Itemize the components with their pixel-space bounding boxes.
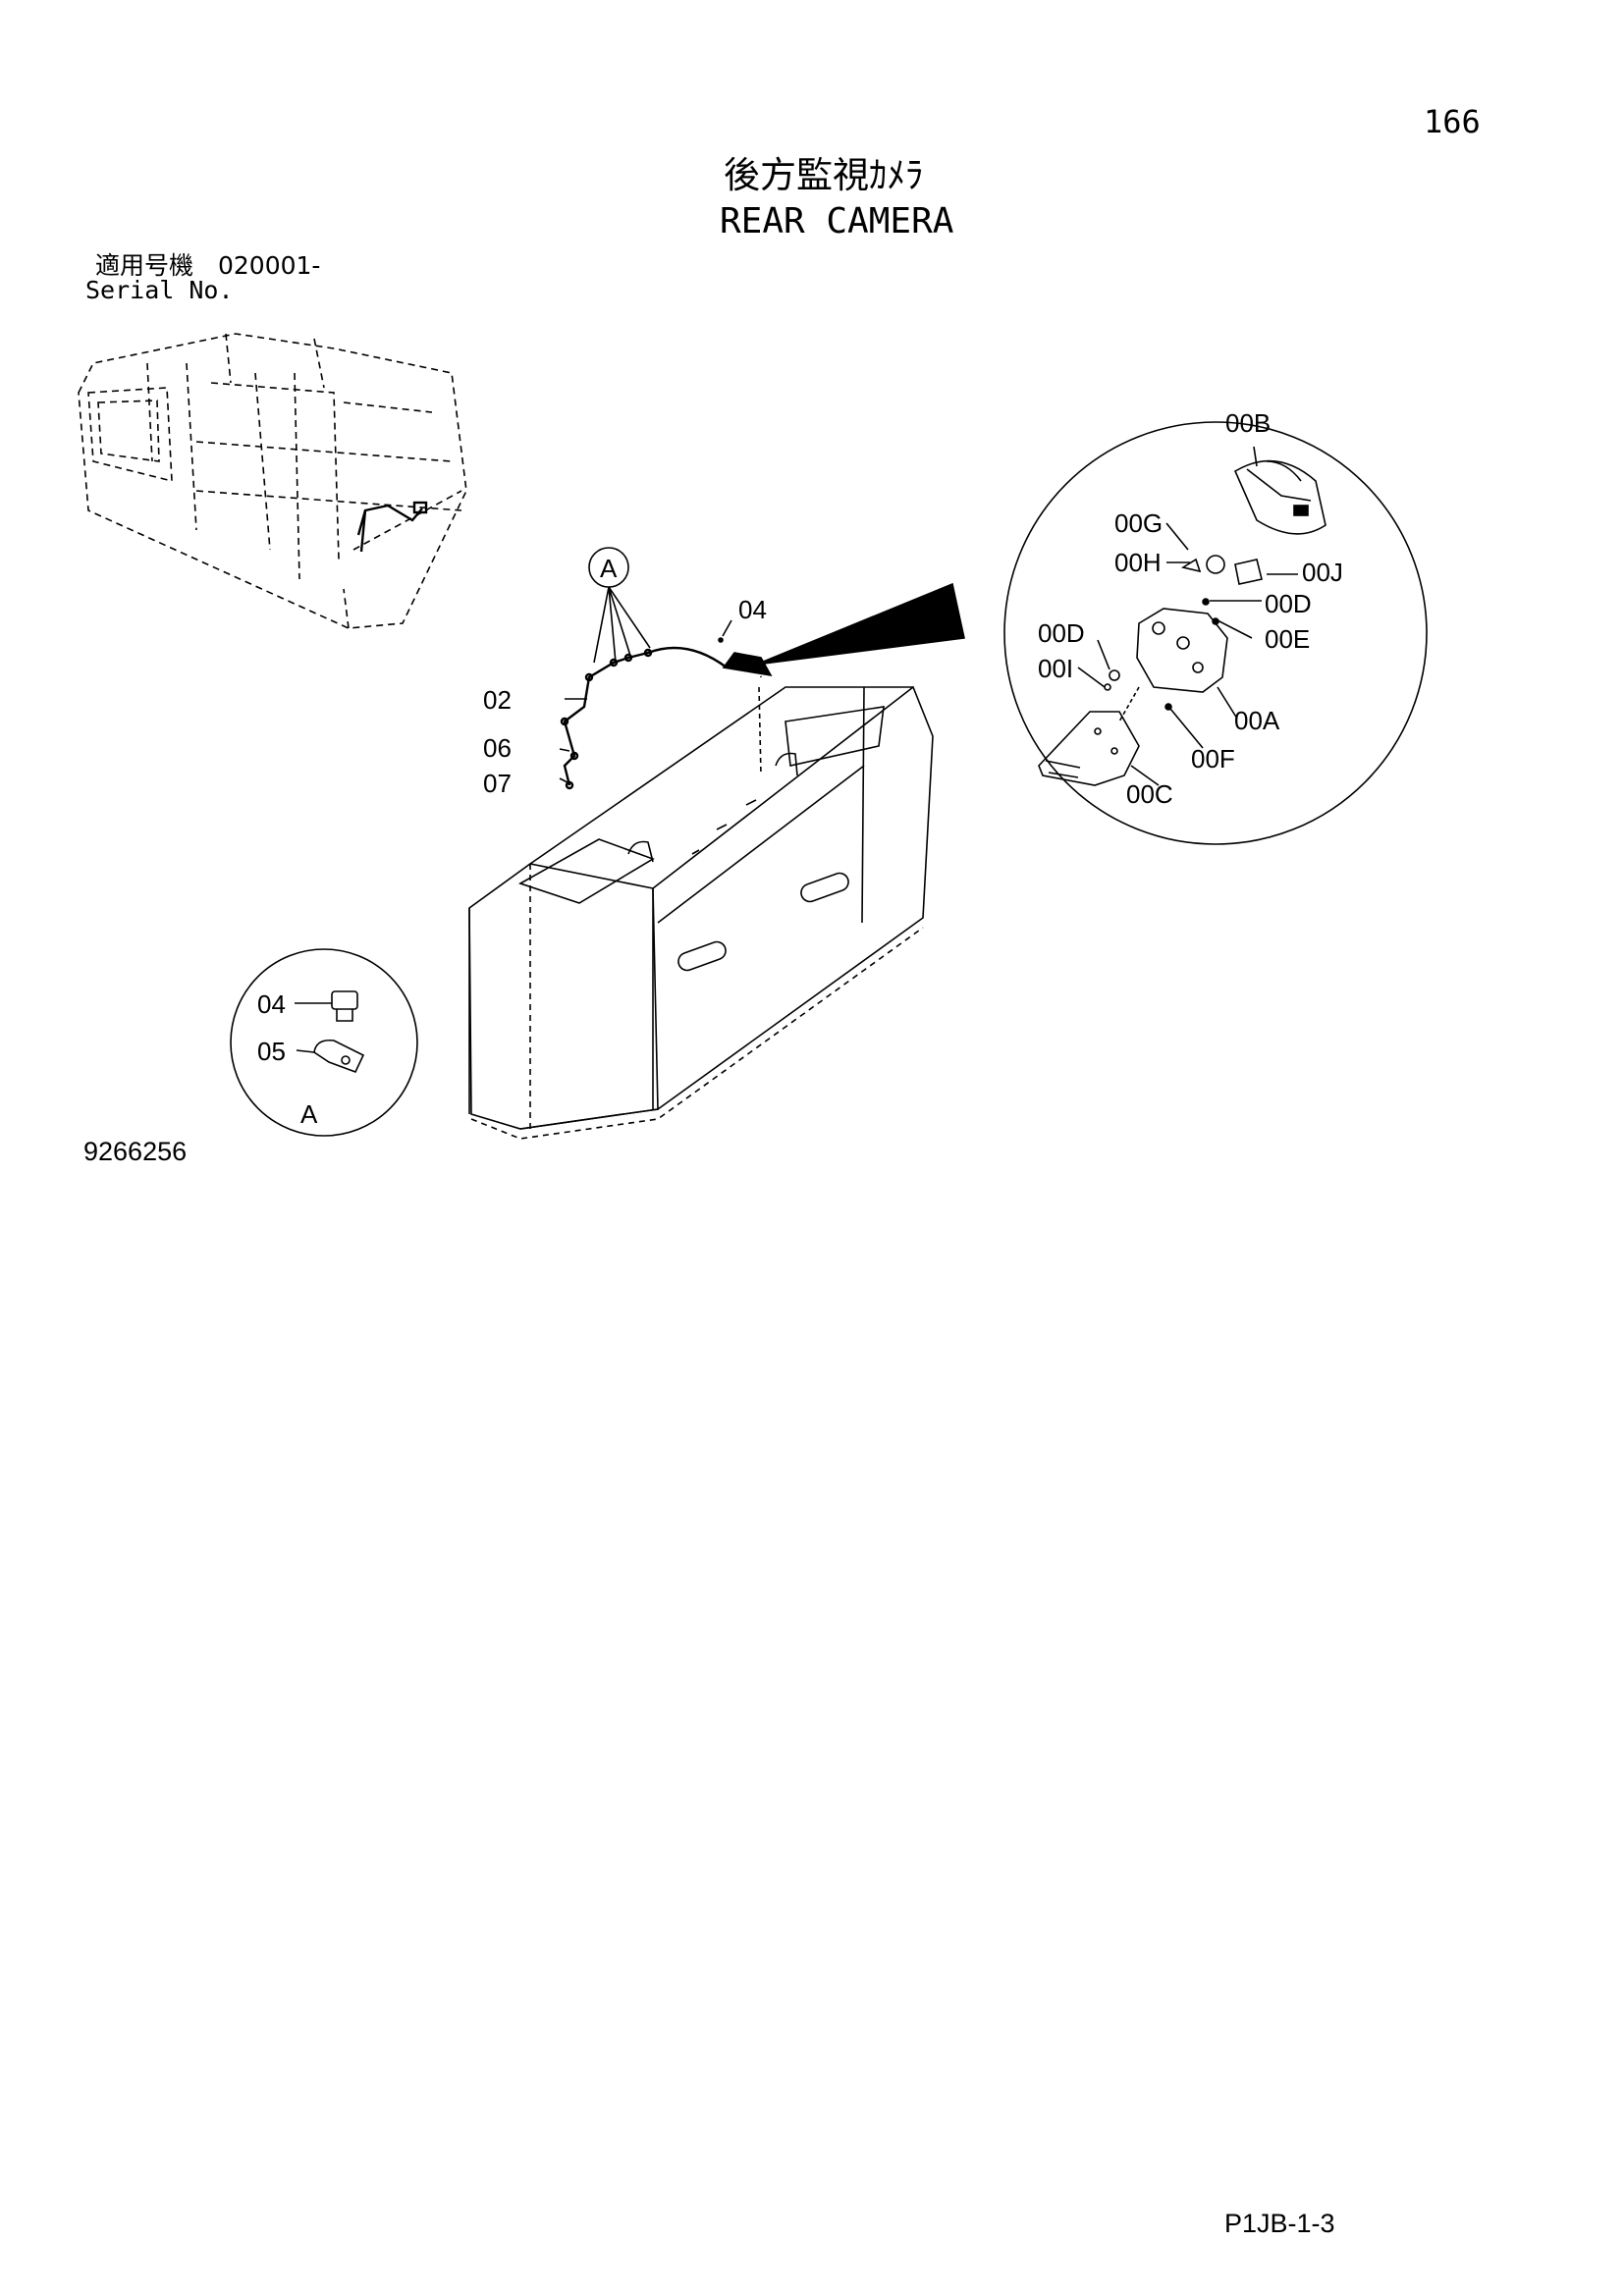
page-code: P1JB-1-3 — [1224, 2209, 1335, 2238]
camera-harness-icon — [560, 646, 728, 790]
harness-icon — [356, 501, 428, 553]
camera-bracket-icon — [1038, 555, 1263, 786]
part-07-label: 07 — [483, 769, 512, 798]
drawing-number: 9266256 — [83, 1137, 188, 1166]
view-a-label: A — [600, 554, 618, 583]
serial-label: Serial No. — [85, 276, 234, 304]
part-00J-label: 00J — [1302, 558, 1343, 587]
part-00D-label-right: 00D — [1265, 589, 1312, 618]
counterweight-icon — [468, 667, 934, 1140]
part-00H-label: 00H — [1114, 548, 1162, 577]
view-a-label-bottom: A — [300, 1099, 318, 1129]
camera-icon — [718, 637, 773, 677]
part-04-label: 04 — [738, 595, 767, 624]
part-00F-label: 00F — [1191, 744, 1235, 774]
detail-04-label: 04 — [257, 989, 286, 1019]
page-title: REAR CAMERA — [720, 201, 954, 241]
part-06-label: 06 — [483, 733, 512, 763]
part-00C-label: 00C — [1126, 779, 1173, 809]
part-00E-label: 00E — [1265, 624, 1310, 654]
page-number: 166 — [1424, 103, 1481, 140]
part-00I-label: 00I — [1038, 654, 1073, 683]
detail-05-label: 05 — [257, 1037, 286, 1066]
excavator-overview-icon — [78, 333, 467, 629]
part-00D-label-left: 00D — [1038, 618, 1085, 648]
clamp-icon — [296, 1039, 365, 1074]
part-00B-label: 00B — [1225, 408, 1271, 438]
view-a-detail-circle — [230, 948, 418, 1137]
part-00A-label: 00A — [1234, 706, 1280, 735]
camera-cover-icon — [1233, 459, 1326, 535]
serial-label-japanese: 適用号機 020001- — [95, 251, 321, 280]
camera-detail-circle — [1003, 421, 1428, 845]
page-title-japanese: 後方監視ｶﾒﾗ — [724, 154, 924, 196]
part-00G-label: 00G — [1114, 508, 1163, 538]
detail-pointer — [755, 582, 965, 666]
bolt-icon — [295, 990, 358, 1022]
part-02-label: 02 — [483, 685, 512, 715]
